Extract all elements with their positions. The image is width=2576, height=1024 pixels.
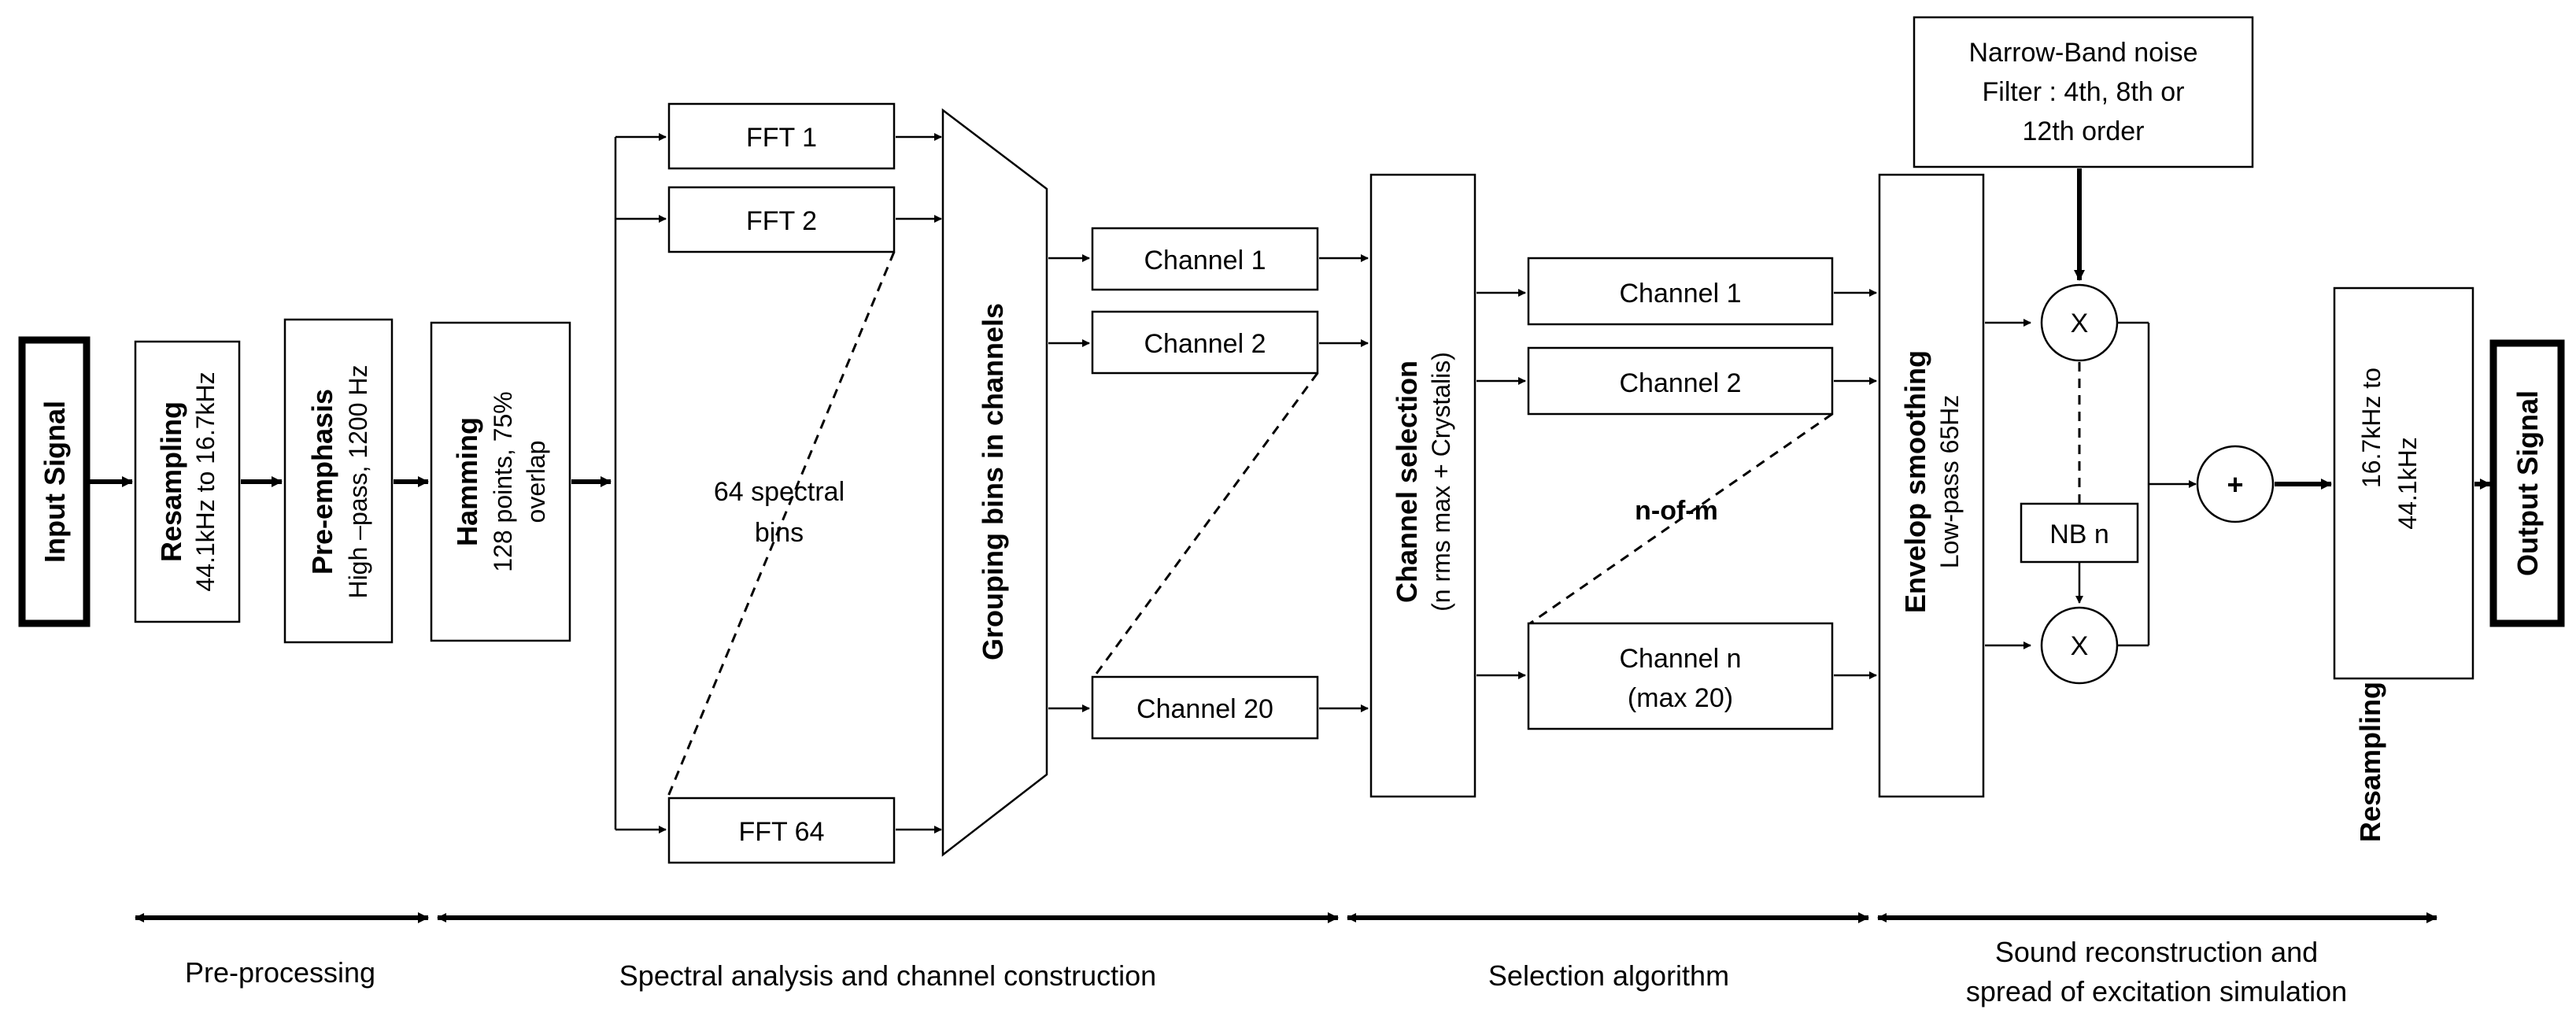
fft-1-block: FFT 1 xyxy=(667,102,896,170)
spectral-channel-dashed-ellipsis xyxy=(1092,372,1319,678)
output-resampling-title: Resampling xyxy=(2354,682,2386,842)
multiplier-1: X xyxy=(2040,283,2119,362)
output-resampling-block: Resampling 16.7kHz to 44.1kHz xyxy=(2333,286,2474,842)
envelope-smoothing-block: Envelop smoothing Low-pass 65Hz xyxy=(1878,173,1985,798)
nb-n-block: NB n xyxy=(2020,502,2139,564)
multiplier-to-sum-lines xyxy=(2117,321,2197,647)
resampling-title: Resampling xyxy=(155,401,187,562)
spectral-channel-1-label: Channel 1 xyxy=(1144,246,1266,275)
spectral-channel-2-label: Channel 2 xyxy=(1144,329,1266,359)
spectral-channel-1: Channel 1 xyxy=(1091,227,1319,291)
fft-2-label: FFT 2 xyxy=(746,206,817,236)
selected-channel-1-label: Channel 1 xyxy=(1619,279,1741,309)
channel-selection-block: Channel selection (n rms max + Crystalis… xyxy=(1369,173,1476,798)
narrow-band-noise-filter-block: Narrow-Band noise Filter : 4th, 8th or 1… xyxy=(1913,16,2254,168)
stage-label-reconstruction-2: spread of excitation simulation xyxy=(1966,975,2347,1007)
fft-fanout xyxy=(614,133,667,834)
preemphasis-subtitle: High –pass, 1200 Hz xyxy=(344,364,372,598)
preemphasis-block: Pre-emphasis High –pass, 1200 Hz xyxy=(283,318,394,644)
fft-64-label: FFT 64 xyxy=(739,817,825,847)
channel-selection-subtitle: (n rms max + Crystalis) xyxy=(1427,352,1455,612)
grouping-block: Grouping bins in channels xyxy=(941,108,1048,857)
output-resampling-sub-1: 16.7kHz to xyxy=(2357,368,2386,488)
spectral-channel-2: Channel 2 xyxy=(1091,310,1319,375)
grouping-label: Grouping bins in channels xyxy=(977,303,1009,660)
hamming-block: Hamming 128 points, 75% overlap xyxy=(430,321,571,642)
noise-filter-line-2: Filter : 4th, 8th or xyxy=(1983,77,2185,107)
multiplier-n-symbol: X xyxy=(2071,631,2089,661)
spectral-bins-label-2: bins xyxy=(755,518,804,548)
stage-label-spectral: Spectral analysis and channel constructi… xyxy=(619,959,1156,992)
noise-filter-line-1: Narrow-Band noise xyxy=(1968,38,2197,68)
n-of-m-label: n-of-m xyxy=(1635,496,1718,526)
selected-channel-dashed-ellipsis xyxy=(1529,412,1833,625)
input-signal-label: Input Signal xyxy=(39,401,71,563)
stage-label-reconstruction-1: Sound reconstruction and xyxy=(1995,936,2318,968)
selected-channel-n: Channel n (max 20) xyxy=(1527,622,1834,730)
multiplier-1-symbol: X xyxy=(2071,309,2089,338)
stage-label-selection: Selection algorithm xyxy=(1488,959,1729,992)
noise-filter-line-3: 12th order xyxy=(2023,116,2145,146)
selected-channel-2-label: Channel 2 xyxy=(1619,368,1741,398)
input-signal-block: Input Signal xyxy=(18,336,91,627)
output-resampling-sub-2: 44.1kHz xyxy=(2393,437,2422,529)
preemphasis-title: Pre-emphasis xyxy=(306,389,338,575)
selected-channel-2: Channel 2 xyxy=(1527,346,1834,416)
summation-node: + xyxy=(2196,445,2275,523)
output-signal-block: Output Signal xyxy=(2489,339,2565,627)
stage-label-preprocessing: Pre-processing xyxy=(185,956,375,989)
hamming-title: Hamming xyxy=(451,417,483,546)
hamming-subtitle-2: overlap xyxy=(522,441,550,523)
spectral-channel-20-label: Channel 20 xyxy=(1136,694,1273,724)
hamming-subtitle-1: 128 points, 75% xyxy=(489,391,517,572)
nb-n-label: NB n xyxy=(2049,519,2109,549)
fft-2-block: FFT 2 xyxy=(667,186,896,253)
fft-64-block: FFT 64 xyxy=(667,797,896,864)
envelope-smoothing-subtitle: Low-pass 65Hz xyxy=(1935,395,1964,569)
spectral-channel-20: Channel 20 xyxy=(1091,675,1319,740)
spectral-bins-label-1: 64 spectral xyxy=(714,477,844,507)
summation-symbol: + xyxy=(2227,468,2243,501)
channel-selection-title: Channel selection xyxy=(1391,360,1423,603)
resampling-subtitle: 44.1kHz to 16.7kHz xyxy=(191,372,220,591)
selected-channel-1: Channel 1 xyxy=(1527,257,1834,326)
selected-channel-n-label-2: (max 20) xyxy=(1628,683,1733,713)
envelope-smoothing-title: Envelop smoothing xyxy=(1899,350,1931,613)
multiplier-n: X xyxy=(2040,606,2119,685)
fft-1-label: FFT 1 xyxy=(746,123,817,153)
selected-channel-n-label-1: Channel n xyxy=(1619,644,1741,674)
output-signal-label: Output Signal xyxy=(2511,390,2544,576)
resampling-block: Resampling 44.1kHz to 16.7kHz xyxy=(134,340,241,623)
